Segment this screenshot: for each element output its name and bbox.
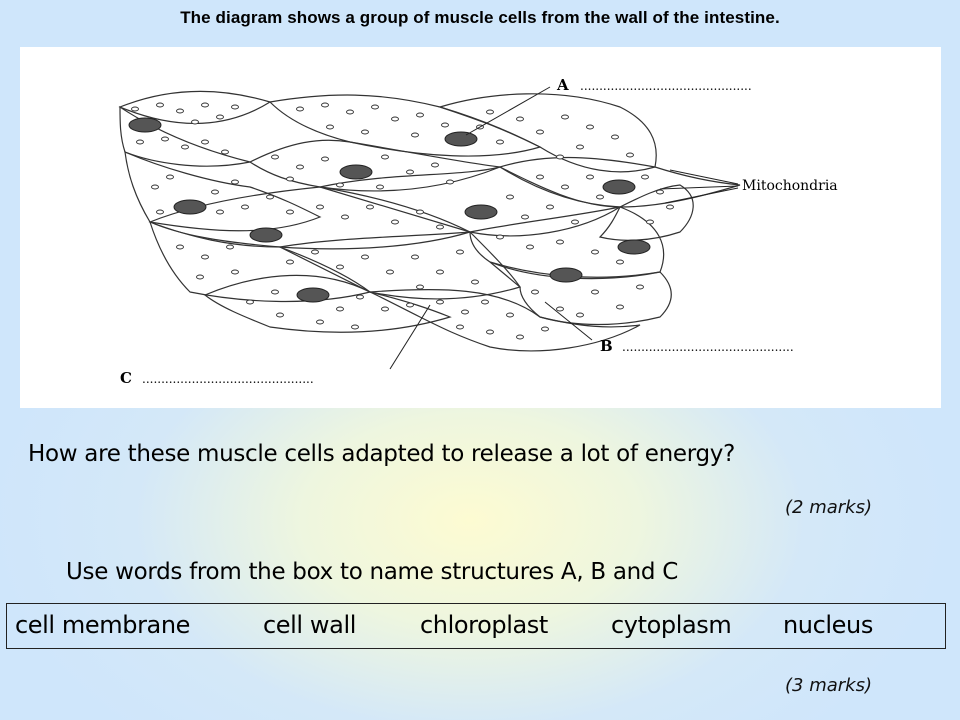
marks-question-1: (2 marks) — [785, 497, 872, 518]
pointer-line-a — [465, 86, 551, 136]
cell-outline — [367, 288, 641, 352]
nucleus — [444, 131, 478, 147]
label-pointer-lines — [389, 86, 739, 370]
label-mitochondria: Mitochondria — [742, 178, 838, 194]
nucleus — [249, 227, 283, 243]
instruction-name-structures: Use words from the box to name structure… — [66, 559, 678, 585]
word-bank-item: nucleus — [783, 611, 873, 639]
answer-line-b: ........................................… — [622, 340, 794, 354]
pointer-line-mito-3 — [664, 187, 739, 204]
pointer-line-mito-1 — [669, 169, 739, 185]
marks-question-2: (3 marks) — [785, 675, 872, 696]
word-bank-box: cell membrane cell wall chloroplast cyto… — [6, 603, 946, 649]
question-energy: How are these muscle cells adapted to re… — [28, 441, 735, 467]
page-heading: The diagram shows a group of muscle cell… — [180, 8, 780, 27]
cell-outline — [248, 139, 501, 192]
diagram-svg: A ......................................… — [118, 76, 838, 387]
label-b: B — [600, 337, 613, 355]
label-a: A — [556, 76, 569, 94]
word-bank-item: cell wall — [263, 611, 356, 639]
label-c: C — [120, 369, 132, 387]
nucleus — [296, 287, 330, 303]
cell-outline — [268, 94, 542, 157]
muscle-cell-diagram: A ......................................… — [20, 47, 941, 408]
cell-outline — [124, 151, 322, 232]
cell-outline — [438, 93, 657, 173]
cell-outline — [203, 274, 452, 333]
nucleus — [549, 267, 583, 283]
nucleus — [128, 117, 162, 133]
pointer-line-c — [389, 304, 431, 370]
nucleus — [602, 179, 636, 195]
nucleus — [464, 204, 498, 220]
nucleus — [617, 239, 651, 255]
nuclei — [128, 117, 651, 303]
nucleus — [339, 164, 373, 180]
pointer-line-b — [544, 301, 593, 341]
answer-line-c: ........................................… — [142, 372, 314, 386]
nucleus — [173, 199, 207, 215]
word-bank-item: chloroplast — [420, 611, 548, 639]
cell-outlines — [118, 90, 741, 352]
mitochondria-dots — [131, 102, 674, 340]
cell-outline — [119, 105, 251, 167]
word-bank-item: cytoplasm — [611, 611, 732, 639]
word-bank-item: cell membrane — [15, 611, 191, 639]
answer-line-a: ........................................… — [580, 79, 752, 93]
pointer-line-mito-2 — [659, 185, 739, 190]
